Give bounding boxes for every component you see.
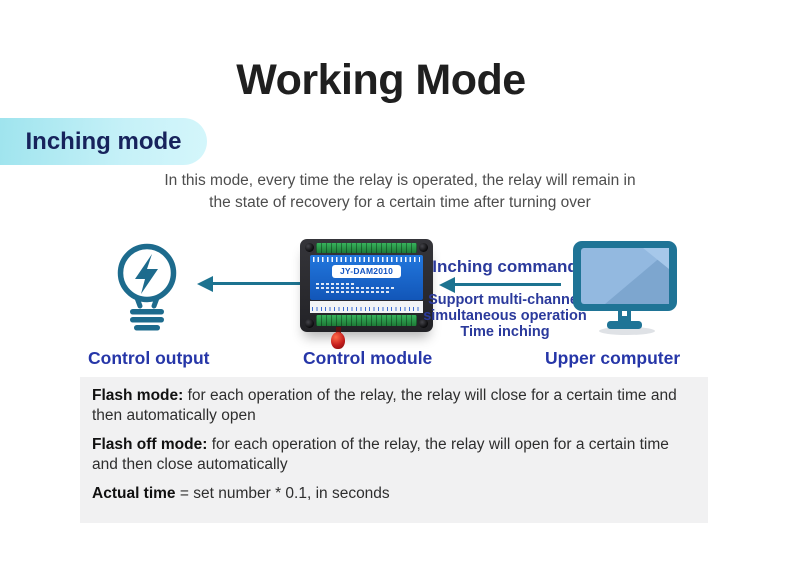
module-fine-print: [326, 291, 390, 293]
note-flash-off-mode: Flash off mode: for each operation of th…: [92, 435, 696, 475]
screw-icon: [419, 243, 428, 252]
module-fine-print: [316, 287, 394, 289]
terminal-strip-bottom: [316, 315, 417, 326]
note-text: for each operation of the relay, the rel…: [92, 387, 677, 424]
intro-line-1: In this mode, every time the relay is op…: [164, 172, 636, 189]
inching-mode-badge: Inching mode: [0, 118, 207, 165]
terminal-strip-top: [316, 243, 417, 253]
caption-control-module: Control module: [303, 348, 433, 368]
command-note-line: Support multi-channel: [428, 292, 582, 308]
caption-upper-computer: Upper computer: [545, 348, 681, 368]
module-model-label: JY-DAM2010: [332, 265, 401, 278]
intro-line-2: the state of recovery for a certain time…: [209, 194, 591, 211]
relay-module-image: JY-DAM2010: [300, 239, 433, 349]
intro-text: In this mode, every time the relay is op…: [95, 170, 705, 214]
pin-ticks: [313, 257, 420, 262]
note-actual-time: Actual time = set number * 0.1, in secon…: [92, 484, 696, 504]
screw-icon: [305, 243, 314, 252]
bulb-icon: [112, 242, 184, 334]
note-term: Actual time: [92, 485, 176, 502]
page-title: Working Mode: [236, 56, 526, 104]
module-front-panel: JY-DAM2010: [310, 255, 423, 300]
note-text: for each operation of the relay, the rel…: [92, 436, 669, 473]
monitor-icon: [571, 239, 679, 337]
antenna-stem: [336, 327, 341, 334]
module-fine-print: [316, 283, 356, 285]
command-notes: Support multi-channel simultaneous opera…: [423, 292, 587, 340]
command-note-line: simultaneous operation: [423, 308, 587, 324]
note-term: Flash mode:: [92, 387, 184, 404]
screw-icon: [419, 319, 428, 328]
note-flash-mode: Flash mode: for each operation of the re…: [92, 386, 696, 426]
notes-box: Flash mode: for each operation of the re…: [80, 377, 708, 523]
note-term: Flash off mode:: [92, 436, 208, 453]
badge-label: Inching mode: [25, 127, 182, 155]
module-label-strip: [310, 301, 423, 313]
arrow-left-icon: [439, 276, 561, 293]
screw-icon: [305, 319, 314, 328]
note-text: = set number * 0.1, in seconds: [179, 485, 390, 502]
arrow-left-icon: [197, 275, 300, 292]
command-note-line: Time inching: [460, 324, 550, 340]
caption-control-output: Control output: [88, 348, 210, 368]
inching-command-label: Inching command: [432, 257, 578, 276]
antenna-icon: [331, 332, 345, 349]
